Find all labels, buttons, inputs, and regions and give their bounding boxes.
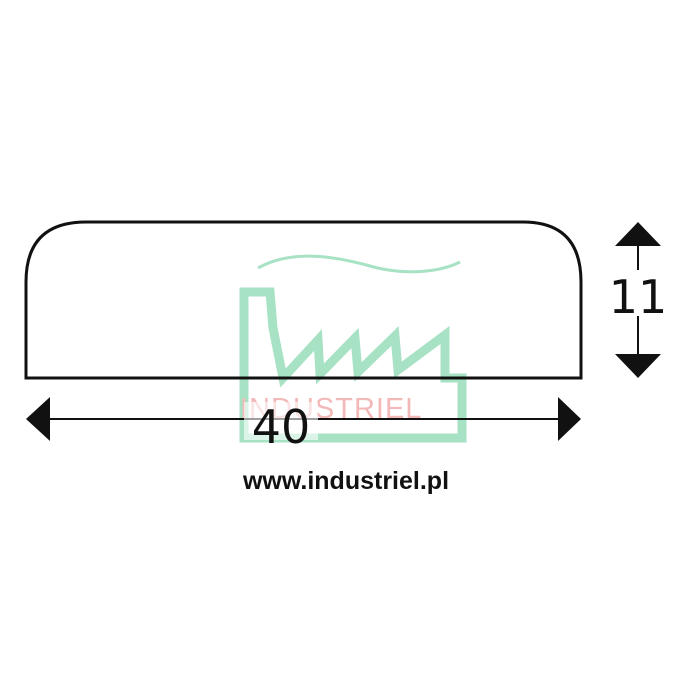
width-dimension: 40 [26,397,581,454]
profile-outline [24,220,583,380]
watermark-wave [257,254,461,274]
height-dimension: 11 [609,222,668,378]
website-url: www.industriel.pl [242,467,449,495]
width-label: 40 [252,400,311,454]
height-arrow-up [615,222,661,246]
height-label-background [612,270,664,316]
width-label-background [244,402,318,440]
height-arrow-down [615,354,661,378]
width-arrow-left [26,397,50,441]
height-label: 11 [609,270,668,324]
width-arrow-right [558,397,581,441]
